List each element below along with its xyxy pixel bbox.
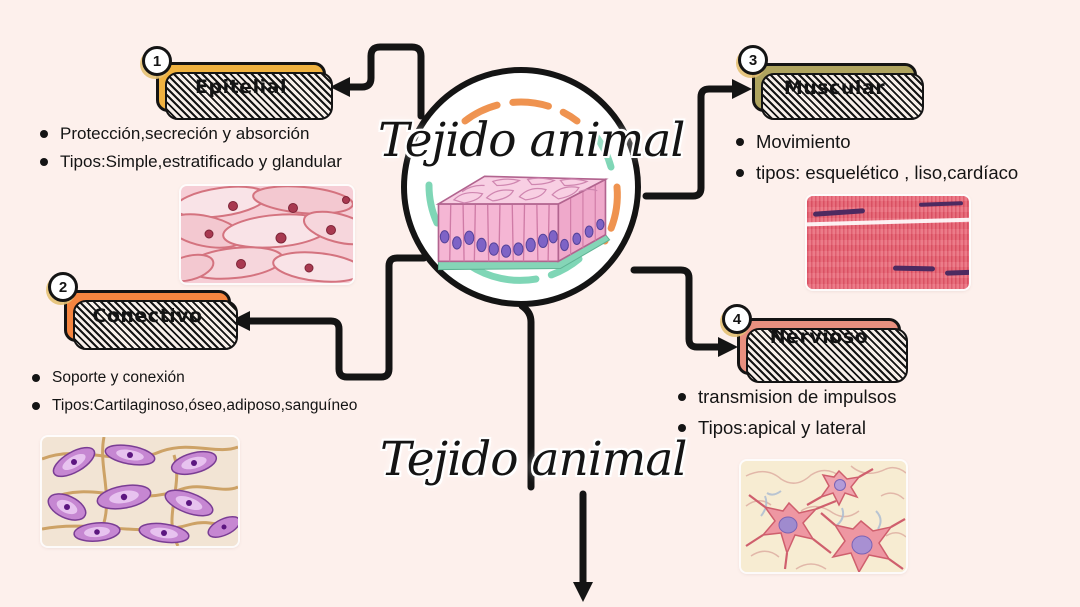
bullet-text: Movimiento	[756, 131, 851, 152]
number-badge-1: 1	[142, 46, 172, 76]
connective-tissue-micrograph	[42, 437, 238, 546]
nervous-tissue-micrograph	[741, 461, 906, 572]
number-badge-2: 2	[48, 272, 78, 302]
arrowhead-conectivo	[230, 311, 250, 331]
bullet-text: Tipos:Cartilaginoso,óseo,adiposo,sanguín…	[52, 397, 358, 414]
box-shadow-hatch	[165, 72, 333, 120]
bottom-title: Tejido animal	[380, 432, 687, 487]
badge-number: 1	[152, 52, 162, 70]
epithelial-tissue-micrograph	[181, 186, 353, 283]
branch-label-conectivo: Conectivo	[92, 305, 203, 327]
bullet-item: Tipos:apical y lateral	[676, 412, 1016, 443]
bullet-item: Tipos:Cartilaginoso,óseo,adiposo,sanguín…	[30, 392, 430, 420]
center-title: Tejido animal	[378, 113, 685, 168]
badge-number: 3	[748, 51, 758, 69]
arrowhead-bottom	[573, 582, 593, 602]
branch-label-muscular: Muscular	[783, 76, 886, 99]
arrowhead-muscular	[732, 79, 752, 99]
branch-label-nervioso: Nervioso	[769, 326, 869, 348]
central-node	[401, 67, 641, 307]
branch-label-epitelial: Epitelial	[195, 76, 287, 98]
bullet-item: transmision de impulsos	[676, 381, 1016, 412]
branch-box-conectivo: Conectivo	[64, 290, 238, 350]
bullet-list-epitelial: Protección,secreción y absorción Tipos:S…	[38, 120, 418, 176]
connector-muscular	[642, 85, 741, 200]
arrowhead-nervioso	[718, 337, 738, 357]
badge-number: 4	[732, 310, 742, 328]
badge-number: 2	[58, 278, 68, 296]
arrowhead-epitelial	[330, 77, 350, 97]
bullet-list-conectivo: Soporte y conexión Tipos:Cartilaginoso,ó…	[30, 364, 430, 420]
muscle-nucleus	[944, 269, 969, 276]
box-shadow-hatch	[73, 300, 238, 350]
epithelium-3d-illustration	[435, 175, 611, 271]
muscle-nucleus	[892, 265, 936, 272]
branch-box-epitelial: Epitelial	[156, 62, 333, 120]
connector-nervioso	[630, 266, 727, 351]
bullet-text: transmision de impulsos	[698, 386, 897, 407]
bullet-item: Protección,secreción y absorción	[38, 120, 418, 148]
bullet-text: tipos: esquelético , liso,cardíaco	[756, 162, 1019, 183]
number-badge-4: 4	[722, 304, 752, 334]
branch-box-muscular: Muscular	[752, 63, 924, 120]
bullet-text: Protección,secreción y absorción	[60, 124, 310, 143]
bullet-text: Tipos:apical y lateral	[698, 417, 866, 438]
connector-conectivo	[240, 254, 428, 381]
bullet-item: Movimiento	[734, 126, 1074, 157]
bullet-item: tipos: esquelético , liso,cardíaco	[734, 157, 1074, 188]
bullet-item: Tipos:Simple,estratificado y glandular	[38, 148, 418, 176]
connector-bottom-stub	[518, 302, 535, 491]
connector-epitelial	[340, 43, 425, 120]
bullet-item: Soporte y conexión	[30, 364, 430, 392]
bullet-list-muscular: Movimiento tipos: esquelético , liso,car…	[734, 126, 1074, 188]
bullet-text: Soporte y conexión	[52, 369, 185, 386]
decorative-arcs	[425, 98, 621, 284]
box-shadow-hatch	[746, 328, 908, 383]
bullet-list-nervioso: transmision de impulsos Tipos:apical y l…	[676, 381, 1016, 443]
box-shadow-hatch	[761, 73, 924, 120]
muscle-tissue-micrograph	[807, 196, 969, 289]
bullet-text: Tipos:Simple,estratificado y glandular	[60, 152, 342, 171]
number-badge-3: 3	[738, 45, 768, 75]
branch-box-nervioso: Nervioso	[737, 318, 908, 383]
